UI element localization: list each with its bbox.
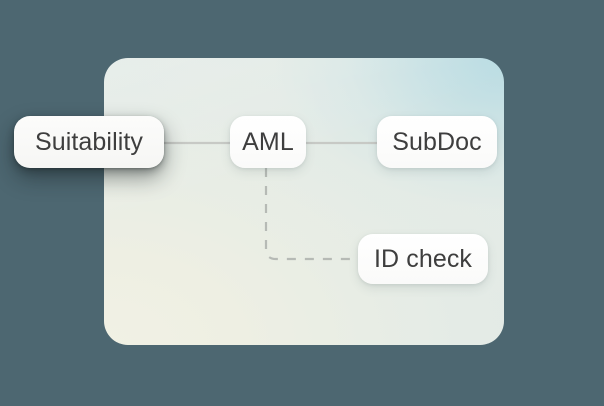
node-suitability-label: Suitability <box>34 127 144 156</box>
node-aml[interactable]: AML <box>230 116 306 168</box>
node-subdoc-label: SubDoc <box>392 127 482 156</box>
node-aml-label: AML <box>242 127 294 156</box>
workflow-card <box>104 58 504 345</box>
node-idcheck-label: ID check <box>373 244 473 273</box>
node-idcheck[interactable]: ID check <box>358 234 488 284</box>
node-suitability[interactable]: Suitability <box>14 116 164 168</box>
node-subdoc[interactable]: SubDoc <box>377 116 497 168</box>
